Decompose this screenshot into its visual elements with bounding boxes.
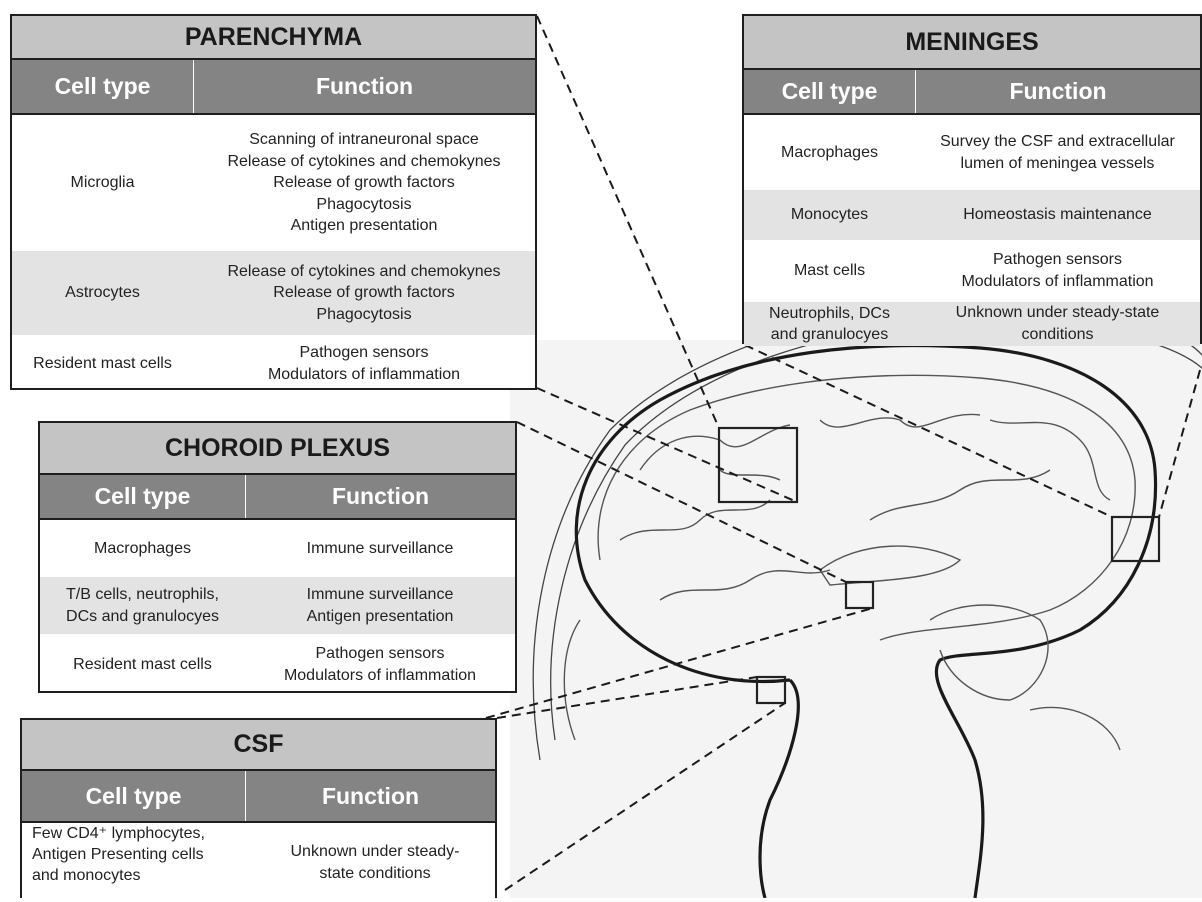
meninges-cell-type-header: Cell type [744, 70, 916, 113]
zoom-box-csf [755, 675, 787, 705]
cell-type-line: and granulocyes [770, 326, 889, 343]
choroid-plexus-row-macrophages: Macrophages Immune surveillance [40, 520, 515, 577]
function-line: conditions [1021, 326, 1094, 343]
meninges-function-header: Function [1009, 78, 1107, 104]
function-line: Phagocytosis [316, 305, 412, 323]
parenchyma-table: PARENCHYMA Cell type Function Microglia … [10, 14, 537, 390]
cell-type-line: T/B cells, neutrophils, [66, 586, 219, 604]
choroid-plexus-cell-type-header: Cell type [40, 475, 246, 518]
meninges-row-mast-cells: Mast cells Pathogen sensors Modulators o… [744, 240, 1200, 302]
function-line: Pathogen sensors [299, 343, 429, 361]
meninges-title: MENINGES [744, 16, 1200, 70]
cell-type: Few CD4⁺ lymphocytes, Antigen Presenting… [22, 823, 255, 902]
function-line: Unknown under steady-state [955, 304, 1160, 322]
function-line: Modulators of inflammation [283, 666, 477, 684]
csf-row-lymphocytes: Few CD4⁺ lymphocytes, Antigen Presenting… [22, 823, 495, 902]
function-line: Modulators of inflammation [267, 365, 461, 383]
function-line: Survey the CSF and extracellular [940, 132, 1175, 150]
function-line: Release of cytokines and chemokynes [227, 262, 501, 280]
parenchyma-row-microglia: Microglia Scanning of intraneuronal spac… [12, 115, 535, 251]
cell-type: Macrophages [781, 143, 878, 161]
function-list: Pathogen sensors Modulators of inflammat… [245, 634, 515, 695]
function-line: Release of cytokines and chemokynes [227, 152, 501, 170]
function-list: Release of cytokines and chemokynes Rele… [193, 251, 535, 335]
choroid-plexus-row-resident-mast-cells: Resident mast cells Pathogen sensors Mod… [40, 634, 515, 695]
function-line: Antigen presentation [306, 607, 454, 625]
function-line: Antigen presentation [290, 217, 438, 235]
function-line: Phagocytosis [316, 195, 412, 213]
choroid-plexus-title: CHOROID PLEXUS [40, 423, 515, 475]
csf-header-row: Cell type Function [22, 771, 495, 823]
choroid-plexus-function-header: Function [331, 483, 430, 509]
cell-type: Microglia [70, 174, 135, 192]
function-line: Unknown under steady- [290, 842, 460, 860]
parenchyma-row-astrocytes: Astrocytes Release of cytokines and chem… [12, 251, 535, 335]
cell-type: Neutrophils, DCs and granulocyes [744, 302, 915, 346]
choroid-plexus-table: CHOROID PLEXUS Cell type Function Macrop… [38, 421, 517, 693]
parenchyma-header-row: Cell type Function [12, 60, 535, 115]
cell-type-line: DCs and granulocyes [66, 607, 219, 625]
meninges-row-neutrophils: Neutrophils, DCs and granulocyes Unknown… [744, 302, 1200, 346]
function-line: Immune surveillance [306, 539, 454, 557]
cell-type: Mast cells [793, 262, 866, 280]
zoom-box-choroid-plexus [844, 580, 875, 610]
function-line: Pathogen sensors [315, 644, 445, 662]
parenchyma-function-header: Function [315, 73, 414, 99]
function-line: Pathogen sensors [993, 251, 1122, 269]
choroid-plexus-header-row: Cell type Function [40, 475, 515, 520]
parenchyma-cell-type-header: Cell type [12, 60, 194, 113]
function-line: lumen of meningea vessels [960, 154, 1155, 172]
function-line: Homeostasis maintenance [963, 206, 1152, 224]
zoom-boxes [717, 426, 1161, 705]
function-list: Pathogen sensors Modulators of inflammat… [915, 240, 1200, 302]
function-line: Modulators of inflammation [961, 273, 1154, 290]
csf-function-header: Function [321, 782, 420, 809]
zoom-box-parenchyma [717, 426, 799, 504]
parenchyma-row-resident-mast-cells: Resident mast cells Pathogen sensors Mod… [12, 335, 535, 392]
cell-type: Monocytes [790, 206, 869, 224]
function-line: Release of growth factors [273, 284, 455, 302]
zoom-box-meninges [1110, 515, 1161, 563]
function-line: Scanning of intraneuronal space [249, 131, 479, 149]
meninges-header-row: Cell type Function [744, 70, 1200, 115]
function-list: Unknown under steady-state conditions [915, 302, 1200, 346]
function-list: Immune surveillance Antigen presentation [245, 577, 515, 634]
cell-type-line: and monocytes [32, 867, 141, 885]
function-line: state conditions [319, 864, 431, 882]
choroid-plexus-row-tb-cells: T/B cells, neutrophils, DCs and granuloc… [40, 577, 515, 634]
function-line: Release of growth factors [273, 174, 455, 192]
function-line: Immune surveillance [306, 585, 454, 603]
cell-type: Macrophages [94, 539, 191, 557]
csf-title: CSF [22, 720, 495, 771]
function-list: Unknown under steady- state conditions [255, 823, 495, 902]
csf-table: CSF Cell type Function Few CD4⁺ lymphocy… [20, 718, 497, 898]
function-list: Pathogen sensors Modulators of inflammat… [193, 335, 535, 392]
cell-type: Resident mast cells [73, 655, 212, 673]
function-list: Homeostasis maintenance [915, 190, 1200, 240]
cell-type-line: Antigen Presenting cells [32, 846, 204, 864]
meninges-row-monocytes: Monocytes Homeostasis maintenance [744, 190, 1200, 240]
function-list: Immune surveillance [245, 520, 515, 577]
csf-cell-type-header: Cell type [22, 771, 246, 821]
parenchyma-title: PARENCHYMA [12, 16, 535, 60]
meninges-row-macrophages: Macrophages Survey the CSF and extracell… [744, 115, 1200, 190]
callout-lines [485, 15, 1201, 891]
cell-type: Resident mast cells [33, 354, 172, 372]
function-list: Survey the CSF and extracellular lumen o… [915, 115, 1200, 190]
cell-type: T/B cells, neutrophils, DCs and granuloc… [40, 577, 245, 634]
cell-type: Astrocytes [65, 284, 140, 302]
meninges-table: MENINGES Cell type Function Macrophages … [742, 14, 1202, 346]
function-list: Scanning of intraneuronal space Release … [193, 115, 535, 251]
illustration-background [510, 340, 1202, 898]
meninges-outline [574, 343, 1158, 898]
cell-type-line: Few CD4⁺ lymphocytes, [32, 825, 205, 842]
cell-type-line: Neutrophils, DCs [769, 304, 890, 322]
